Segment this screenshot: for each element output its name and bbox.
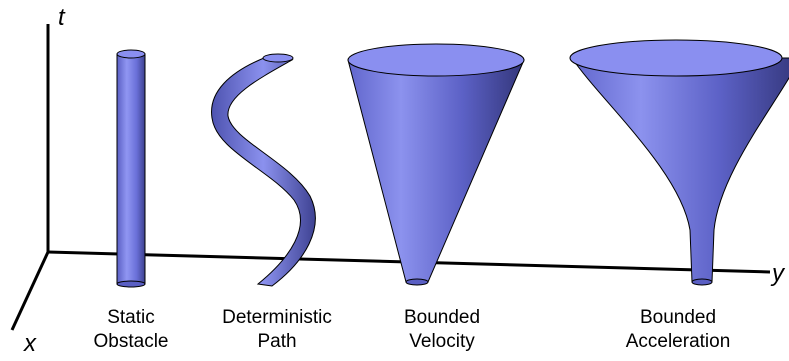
x-axis-label: x xyxy=(24,330,36,357)
t-axis-label: t xyxy=(58,4,65,31)
bounded-acceleration-shape xyxy=(569,39,789,286)
bounded-velocity-shape xyxy=(347,43,525,286)
caption-deterministic-path: Deterministic Path xyxy=(222,307,332,352)
caption-bounded-velocity: Bounded Velocity xyxy=(403,307,481,352)
static-obstacle-shape xyxy=(116,49,146,288)
caption-static-obstacle: Static Obstacle xyxy=(93,307,169,352)
deterministic-path-shape xyxy=(211,53,316,287)
y-axis-label: y xyxy=(772,260,784,287)
x-axis xyxy=(10,251,50,331)
caption-bounded-acceleration: Bounded Acceleration xyxy=(625,307,731,352)
